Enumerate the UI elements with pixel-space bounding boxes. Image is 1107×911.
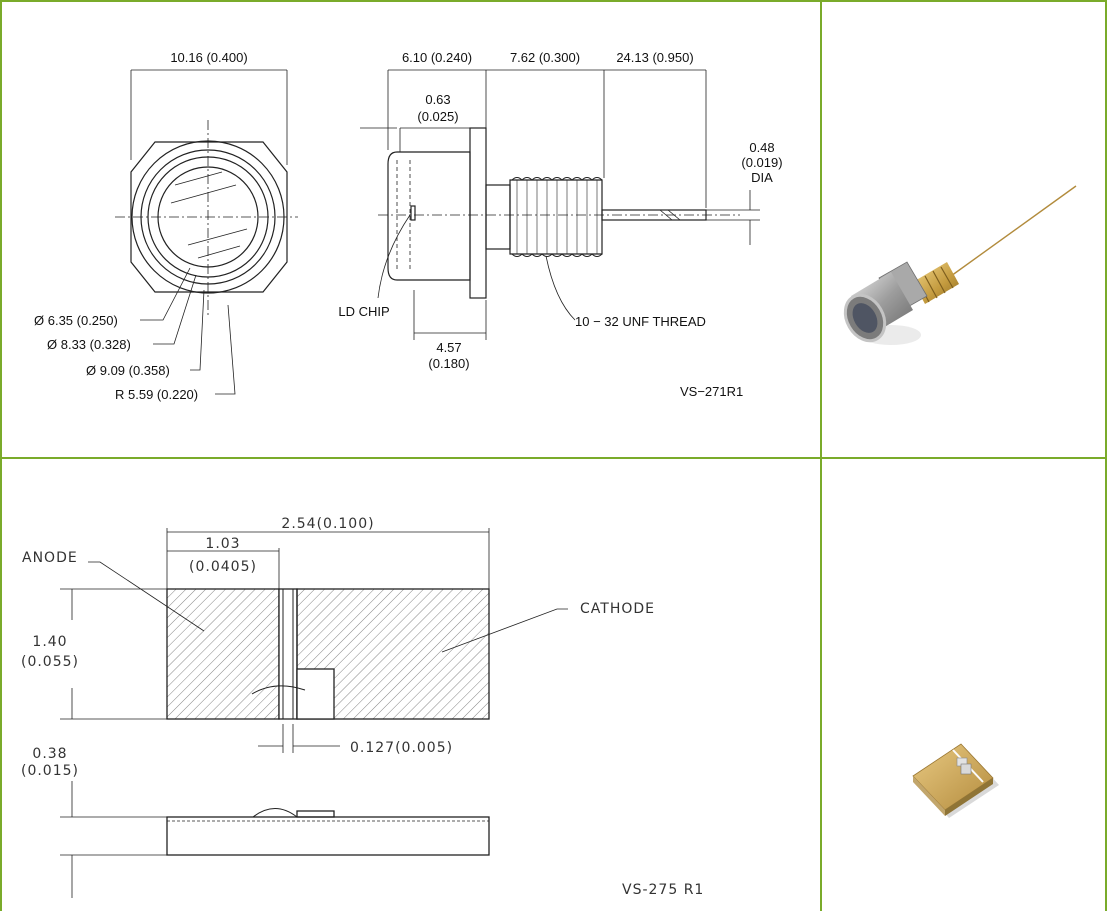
dim-thickness-in: (0.015): [21, 763, 79, 779]
submount-drawing-cell: 2.54(0.100) 1.03 (0.0405) ANODE CATHODE …: [0, 458, 821, 911]
label-anode: ANODE: [22, 550, 78, 566]
dim-pin-length: 24.13 (0.950): [616, 50, 693, 65]
dim-cap-length: 6.10 (0.240): [402, 50, 472, 65]
border-row: [0, 457, 1107, 459]
border-middle: [820, 0, 822, 911]
dia-label-3: Ø 9.09 (0.358): [86, 363, 170, 378]
drawing-id-top: VS−271R1: [680, 384, 743, 399]
radius-label: R 5.59 (0.220): [115, 387, 198, 402]
dia-label-2: Ø 8.33 (0.328): [47, 337, 131, 352]
dim-base-mm: 4.57: [436, 340, 461, 355]
to-can-photo-cell: [821, 0, 1107, 458]
dim-base-in: (0.180): [428, 356, 469, 371]
dim-anode-in: (0.0405): [189, 559, 257, 575]
border-top: [0, 0, 1107, 2]
dim-pin-mm: 0.48: [749, 140, 774, 155]
dim-flange-mm: 0.63: [425, 92, 450, 107]
dim-flange-in: (0.025): [417, 109, 458, 124]
label-cathode: CATHODE: [580, 601, 655, 617]
border-left: [0, 0, 2, 911]
chip-on-submount-photo: [912, 743, 999, 818]
submount-photo-cell: [821, 458, 1107, 911]
border-right: [1105, 0, 1107, 911]
dim-thread-length: 7.62 (0.300): [510, 50, 580, 65]
to-can-drawing-cell: 10.16 (0.400) 6.10 (0.240) 7.62 (0.300) …: [0, 0, 821, 458]
dim-height-in: (0.055): [21, 654, 79, 670]
label-thread: 10 − 32 UNF THREAD: [575, 314, 706, 329]
drawing-id-bottom: VS-275 R1: [622, 882, 704, 898]
dim-pin-dia: DIA: [751, 170, 773, 185]
submount-drawing: 2.54(0.100) 1.03 (0.0405) ANODE CATHODE …: [21, 516, 704, 898]
to-can-drawing: 10.16 (0.400) 6.10 (0.240) 7.62 (0.300) …: [34, 50, 783, 402]
dim-height-mm: 1.40: [32, 634, 67, 650]
dim-pin-in: (0.019): [741, 155, 782, 170]
to-can-laser-photo: [843, 185, 1077, 345]
label-ld-chip: LD CHIP: [338, 304, 389, 319]
dim-thickness-mm: 0.38: [32, 746, 67, 762]
dia-label-1: Ø 6.35 (0.250): [34, 313, 118, 328]
dim-gap: 0.127(0.005): [350, 740, 453, 756]
dim-anode-mm: 1.03: [205, 536, 240, 552]
dim-front-width: 10.16 (0.400): [170, 50, 247, 65]
dim-total-width: 2.54(0.100): [281, 516, 374, 532]
